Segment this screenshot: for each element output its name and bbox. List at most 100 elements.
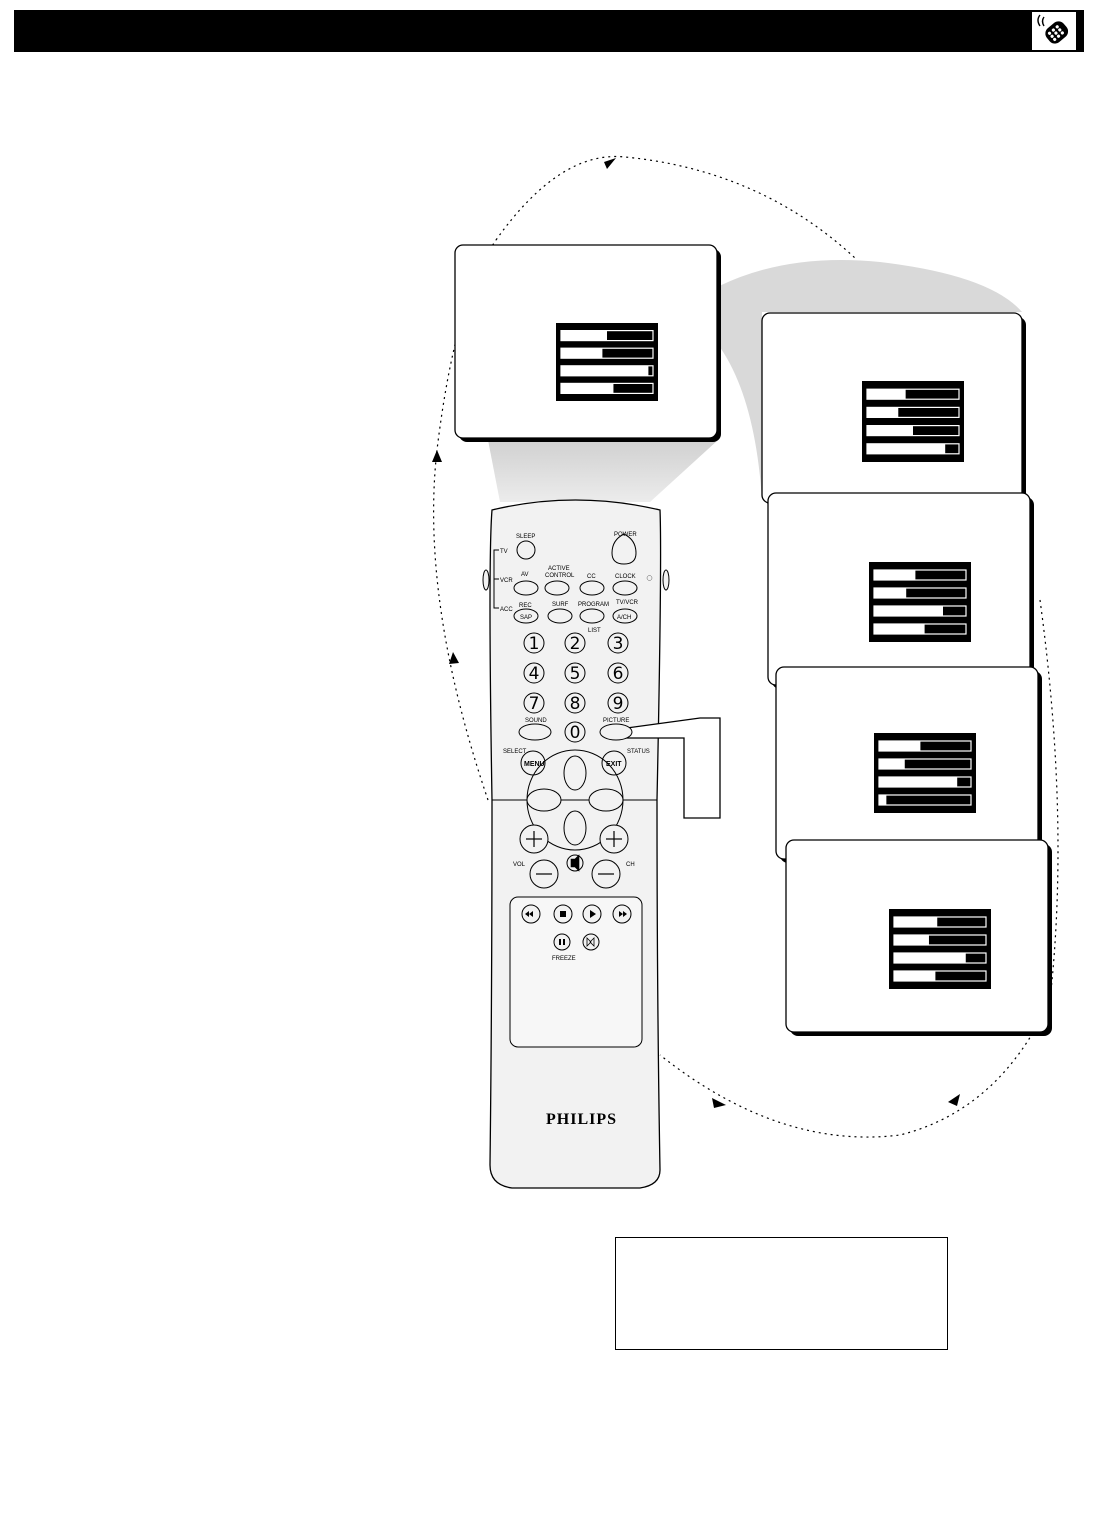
digit-label: 0 [570,723,581,743]
digit-button-5[interactable]: 5 [564,662,586,684]
select-label: SELECT [503,749,527,755]
level-bar-fill [879,741,921,751]
level-bar-fill [879,795,887,805]
level-bar-fill [561,365,649,376]
digit-label: 1 [529,634,540,654]
level-bar-fill [894,953,966,963]
cc-button[interactable] [579,580,605,596]
cycle-arrows [433,155,1059,1138]
button-glyphs [525,575,653,947]
digit-label: 7 [529,694,540,714]
control-label: CONTROL [545,573,575,579]
menu-label: MENU [524,761,545,768]
mode-label-tv: TV [500,549,508,555]
surf-button[interactable] [547,608,573,624]
screen-2 [761,312,1026,507]
active-control-button[interactable] [544,580,570,596]
picture-button[interactable] [599,723,633,741]
digit-label: 9 [613,694,624,714]
digit-button-4[interactable]: 4 [523,662,545,684]
sap-label: SAP [520,615,532,621]
power-button[interactable] [611,533,637,565]
level-bar-fill [561,330,607,341]
clock-button[interactable] [612,580,638,596]
active-label: ACTIVE [548,566,570,572]
level-bar-fill [867,407,899,418]
level-bar-fill [874,624,925,634]
mode-label-vcr: VCR [500,578,513,584]
ach-label: A/CH [617,615,631,621]
level-bar-fill [874,606,943,616]
sound-button[interactable] [518,723,552,741]
digit-button-2[interactable]: 2 [564,632,586,654]
level-bar-fill [879,777,958,787]
vol-label: VOL [513,862,526,868]
pause-button[interactable] [553,933,571,951]
arrow-heads [432,158,960,1108]
level-bar-fill [894,971,936,981]
digit-button-8[interactable]: 8 [564,692,586,714]
brand-logo: PHILIPS [546,1111,617,1128]
remote-control-icon [1032,12,1076,50]
status-label: STATUS [627,749,650,755]
rec-label: REC [519,603,532,609]
nav-up-button[interactable] [563,755,587,791]
beam-to-main-screen [488,440,718,502]
exit-button[interactable] [601,750,627,776]
program-label: PROGRAM [578,602,609,608]
surf-label: SURF [552,602,569,608]
header-bar [14,10,1084,52]
digit-label: 5 [570,664,581,684]
av-button[interactable] [513,580,539,596]
sound-label: SOUND [525,718,547,724]
digit-button-9[interactable]: 9 [607,692,629,714]
exit-label: EXIT [606,761,622,768]
sleep-button[interactable] [516,540,536,560]
nav-right-button[interactable] [588,788,624,812]
digit-button-1[interactable]: 1 [523,632,545,654]
sleep-label: SLEEP [516,534,535,540]
program-list-button[interactable] [579,608,605,624]
level-bar-fill [561,348,603,359]
level-bar-fill [874,588,907,598]
screen-main [454,244,721,442]
level-bar-fill [561,383,614,394]
picture-callout [611,717,721,819]
screen-4 [775,666,1042,863]
digit-label: 4 [529,664,540,684]
digit-label: 8 [570,694,581,714]
level-bar-fill [874,570,916,580]
av-label: AV [521,572,529,578]
nav-left-button[interactable] [526,788,562,812]
info-box [615,1237,948,1350]
power-label: POWER [614,532,637,538]
nav-down-button[interactable] [563,810,587,846]
digit-label: 6 [613,664,624,684]
freeze-label: FREEZE [552,956,576,962]
digit-button-0[interactable]: 0 [564,721,586,743]
rec-sap-button[interactable] [513,608,539,624]
beam-to-sequence [680,260,1022,500]
ch-label: CH [626,862,635,868]
level-bar-fill [894,917,938,927]
tvvcr-label: TV/VCR [616,600,639,606]
digit-button-3[interactable]: 3 [607,632,629,654]
picture-label: PICTURE [603,718,629,724]
level-bar-fill [894,935,929,945]
side-indicator [662,569,670,591]
level-bar-fill [879,759,905,769]
digit-button-6[interactable]: 6 [607,662,629,684]
mode-bracket [493,549,499,609]
clock-label: CLOCK [615,574,636,580]
digit-button-7[interactable]: 7 [523,692,545,714]
cc-label: CC [587,574,596,580]
level-bar-fill [867,425,913,436]
level-bar-fill [867,389,906,400]
tvvcr-ach-button[interactable] [612,608,638,624]
side-indicator-left [482,569,490,591]
list-label: LIST [588,628,601,634]
screen-3 [767,492,1034,689]
remote-labels: TV VCR ACC SLEEP POWER AV ACTIVE CONTROL… [500,532,650,1128]
